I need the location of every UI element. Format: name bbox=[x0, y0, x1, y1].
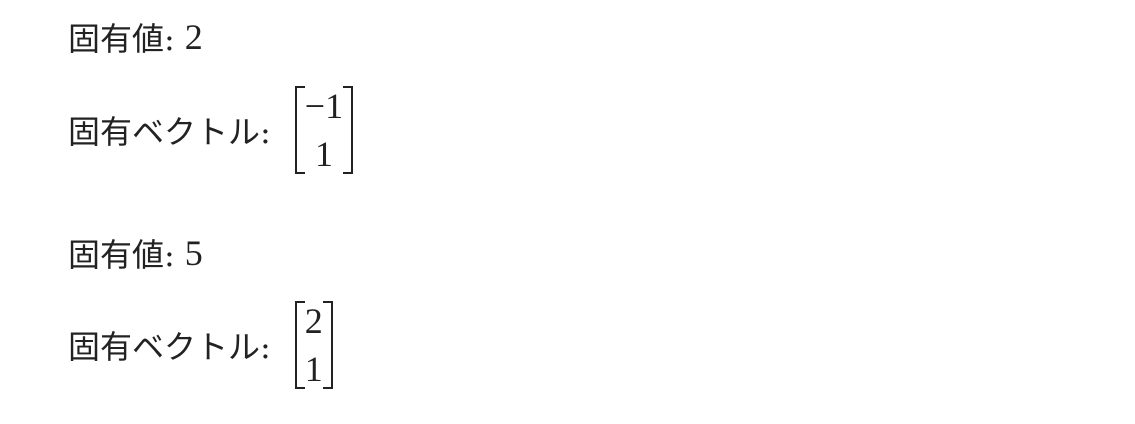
eigenvalue-value: 5 bbox=[184, 233, 203, 273]
eigenvalue-1: 固有値:2 bbox=[68, 14, 203, 60]
eigenvector-label: 固有ベクトル: bbox=[68, 113, 271, 151]
vector-entry: 2 bbox=[304, 301, 323, 341]
eigenvector-label: 固有ベクトル: bbox=[68, 328, 271, 366]
eigenvalue-value: 2 bbox=[184, 17, 203, 57]
eigenvalue-2: 固有値:5 bbox=[68, 230, 203, 276]
vector-entry: 1 bbox=[304, 349, 323, 389]
eigenvalue-label: 固有値: bbox=[68, 20, 175, 58]
eigenvalue-label: 固有値: bbox=[68, 236, 175, 274]
vector-entry: −1 bbox=[304, 86, 344, 126]
vector-entry: 1 bbox=[314, 134, 333, 174]
